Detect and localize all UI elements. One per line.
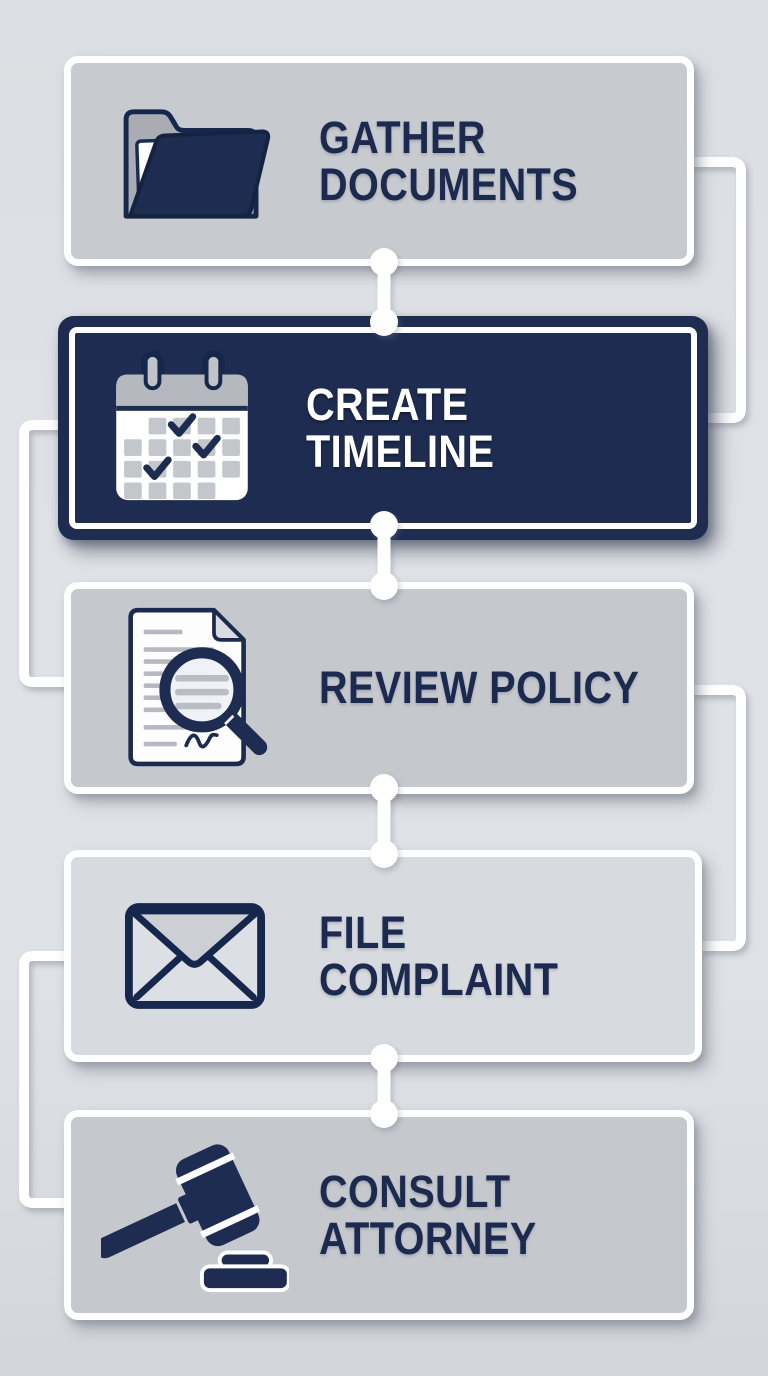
- connector-left-2-3: [19, 420, 66, 687]
- folder-icon: [123, 109, 271, 219]
- document-magnifier-icon: [128, 607, 268, 767]
- step-icon-wrap: [58, 347, 306, 509]
- step-box-review-policy: REVIEW POLICY: [64, 582, 694, 794]
- step-icon-wrap: [71, 1136, 319, 1294]
- step-box-create-timeline: CREATE TIMELINE: [58, 316, 708, 540]
- step-icon-wrap: [71, 902, 319, 1010]
- step-label: FILE COMPLAINT: [319, 906, 559, 1005]
- step-label: CREATE TIMELINE: [306, 378, 495, 477]
- step-box-consult-attorney: CONSULT ATTORNEY: [64, 1110, 694, 1320]
- step-icon-wrap: [71, 98, 319, 224]
- connector-right-3-4: [688, 685, 746, 951]
- envelope-icon: [124, 903, 266, 1009]
- step-label: GATHER DOCUMENTS: [319, 111, 579, 210]
- connector-right-1-2: [688, 157, 746, 423]
- step-box-gather-documents: GATHER DOCUMENTS: [64, 56, 694, 266]
- step-icon-wrap: [71, 602, 319, 774]
- gavel-icon: [101, 1144, 289, 1293]
- step-label: REVIEW POLICY: [319, 662, 640, 714]
- step-box-file-complaint: FILE COMPLAINT: [64, 850, 702, 1062]
- step-label: CONSULT ATTORNEY: [319, 1165, 537, 1264]
- connector-left-4-5: [19, 951, 66, 1208]
- calendar-icon: [116, 350, 248, 501]
